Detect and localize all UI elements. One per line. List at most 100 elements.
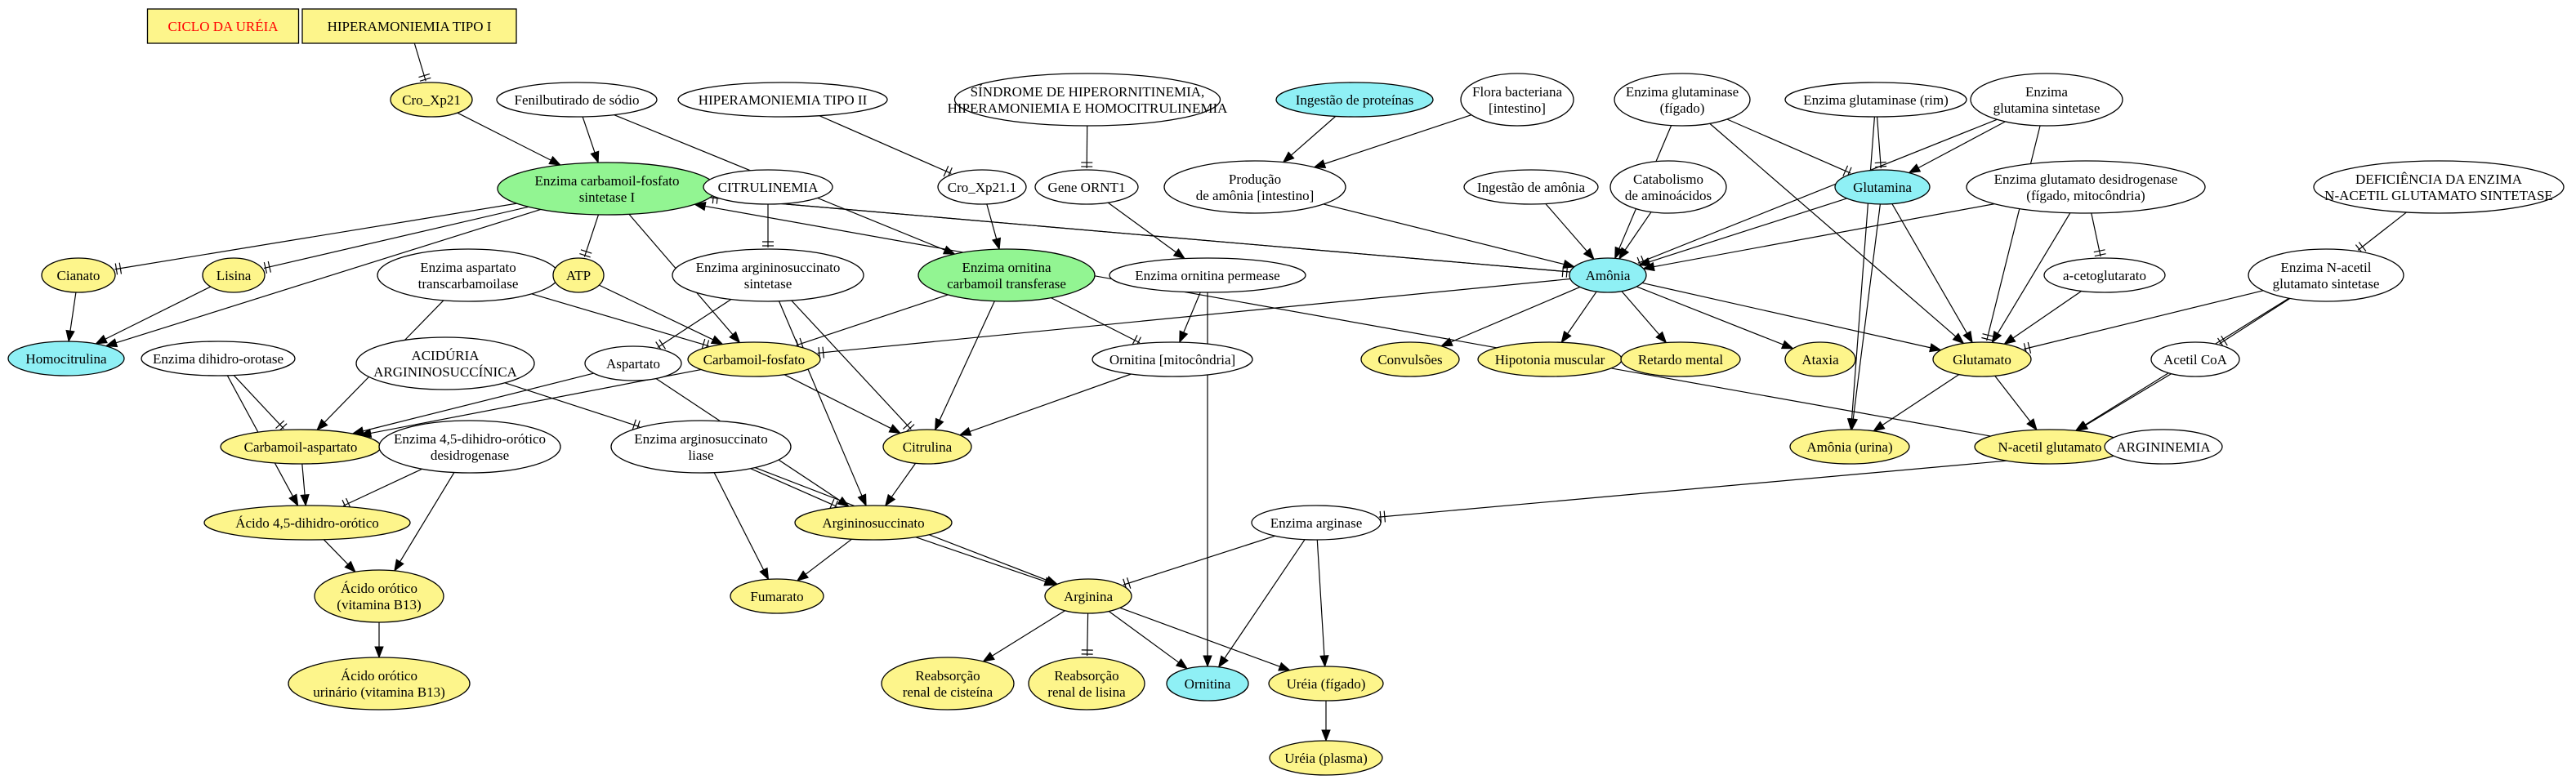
- node-shape-argsuc: [794, 505, 953, 541]
- node-label-reablis: renal de lisina: [1047, 684, 1126, 700]
- node-acetoglut: a-cetoglutarato: [2043, 257, 2166, 293]
- edge-dhodh-to-dhorotico: [342, 468, 422, 511]
- node-label-dhodh: desidrogenase: [431, 448, 509, 463]
- node-label-orotico_ur: Ácido orótico: [341, 668, 417, 684]
- node-fumarato: Fumarato: [730, 578, 824, 614]
- node-label-gdh: (fígado, mitocôndria): [2026, 188, 2145, 203]
- edge-glut_sint-to-glutamato: [1981, 125, 2041, 341]
- node-label-ingestamonia: Ingestão de amônia: [1477, 180, 1586, 195]
- edge-prodamonia-to-amonia: [1323, 203, 1576, 270]
- node-hipertipo1: HIPERAMONIEMIA TIPO I: [301, 8, 517, 44]
- node-label-cps: Enzima carbamoil-fosfato: [534, 173, 679, 189]
- edge-cps-to-atp: [579, 214, 600, 258]
- node-label-argsucsint: sintetase: [744, 276, 792, 292]
- node-shape-cianato: [41, 257, 116, 293]
- node-ciclo: CICLO DA URÉIA: [146, 8, 300, 44]
- edge-arginina-to-ornitina: [1108, 610, 1189, 670]
- edge-argininemia-to-arginase: [1378, 451, 2108, 523]
- node-nacglut: N-acetil glutamato: [1974, 429, 2126, 465]
- edge-croxp21-to-cps: [457, 112, 562, 166]
- node-label-argsuclia: liase: [688, 448, 713, 463]
- node-shape-glutaminase_r: [1784, 82, 1967, 118]
- edge-lisina-to-homocit: [95, 286, 212, 345]
- node-shape-hipertipo2: [677, 82, 888, 118]
- node-shape-reabcist: [881, 657, 1015, 710]
- node-label-argsucsint: Enzima argininosuccinato: [696, 260, 841, 275]
- node-shape-aspcarb: [377, 248, 560, 302]
- node-shape-croxp211: [937, 169, 1027, 205]
- node-label-convulsoes: Convulsões: [1377, 352, 1442, 368]
- node-shape-homocit: [7, 341, 125, 376]
- node-ureia_f: Uréia (fígado): [1268, 666, 1384, 702]
- node-shape-nags: [2248, 248, 2404, 302]
- node-shape-glutamato: [1932, 341, 2032, 377]
- node-shape-deficiencia: [2313, 160, 2565, 214]
- node-shape-glut_sint: [1970, 73, 2123, 127]
- node-citrulina: Citrulina: [882, 429, 972, 465]
- edge-glut_sint-to-glutamina: [1908, 121, 2006, 174]
- node-label-ciclo: CICLO DA URÉIA: [167, 19, 279, 34]
- edge-catab-to-amonia: [1618, 212, 1652, 261]
- node-shape-reablis: [1028, 657, 1145, 710]
- node-label-cianato: Cianato: [57, 268, 100, 283]
- edge-otc-to-carbfosf: [795, 294, 949, 350]
- edge-dhoro-to-carbasp: [233, 375, 288, 432]
- node-label-atp: ATP: [566, 268, 591, 283]
- node-label-flora: Flora bacteriana: [1472, 84, 1562, 100]
- node-label-dhoro: Enzima dihidro-orotase: [153, 351, 283, 367]
- edge-amonia-to-glutamato: [1641, 282, 1942, 353]
- node-label-amonia: Amônia: [1586, 268, 1631, 283]
- node-label-orotico: Ácido orótico: [341, 581, 417, 596]
- node-label-glutaminase_f: (fígado): [1660, 100, 1705, 116]
- edge-carbasp-to-dhorotico: [300, 463, 310, 507]
- edge-dhorotico-to-orotico: [323, 539, 356, 573]
- node-ureia_p: Uréia (plasma): [1269, 740, 1383, 776]
- edge-glutamina-to-amonia: [1637, 198, 1847, 267]
- node-label-sindrome: HIPERAMONIEMIA E HOMOCITRULINEMIA: [948, 100, 1229, 116]
- node-label-retardo: Retardo mental: [1638, 352, 1724, 368]
- node-label-hipertipo2: HIPERAMONIEMIA TIPO II: [699, 92, 868, 108]
- node-label-hipertipo1: HIPERAMONIEMIA TIPO I: [328, 19, 492, 34]
- node-label-hipotonia: Hipotonia muscular: [1495, 352, 1605, 368]
- node-lisina: Lisina: [202, 257, 266, 293]
- node-sindrome: SÍNDROME DE HIPERORNITINEMIA,HIPERAMONIE…: [948, 73, 1229, 127]
- node-shape-catab: [1609, 160, 1727, 214]
- edge-glutaminase_r-to-amonurina: [1846, 116, 1876, 431]
- edge-hipertipo2-to-croxp211: [819, 115, 953, 179]
- node-label-ataxia: Ataxia: [1801, 352, 1839, 368]
- edge-amonia-to-ataxia: [1636, 286, 1794, 350]
- node-ataxia: Ataxia: [1784, 341, 1856, 377]
- edge-arginase-to-ureia_f: [1316, 539, 1329, 668]
- node-shape-ataxia: [1784, 341, 1856, 377]
- node-glutamato: Glutamato: [1932, 341, 2032, 377]
- node-label-otc: carbamoil transferase: [947, 276, 1066, 292]
- node-shape-convulsoes: [1360, 341, 1460, 377]
- node-label-ureia_f: Uréia (fígado): [1287, 676, 1366, 692]
- node-shape-aspartato: [584, 345, 682, 381]
- node-shape-dhodh: [378, 420, 561, 474]
- edge-carbfosf-to-citrulina: [784, 374, 902, 434]
- edge-glutamina-to-glutamato: [1891, 203, 1973, 344]
- edge-arginina-to-reabcist: [982, 610, 1065, 662]
- node-label-aciduria: ARGININOSUCCÍNICA: [373, 364, 517, 380]
- edge-cianato-to-homocit: [65, 292, 77, 343]
- node-homocit: Homocitrulina: [7, 341, 125, 376]
- node-croxp211: Cro_Xp21.1: [937, 169, 1027, 205]
- node-shape-lisina: [202, 257, 266, 293]
- node-glutamina: Glutamina: [1834, 169, 1931, 205]
- node-shape-arginina: [1044, 578, 1132, 614]
- node-shape-glutaminase_f: [1614, 73, 1751, 127]
- node-label-glut_sint: glutamina sintetase: [1993, 100, 2101, 116]
- node-ornmito: Ornitina [mitocôndria]: [1092, 341, 1253, 377]
- edge-nags-to-acetilcoa: [2217, 297, 2291, 349]
- node-shape-dhoro: [141, 341, 296, 376]
- edge-gdh-to-glutamato: [1991, 212, 2071, 344]
- node-label-aciduria: ACIDÚRIA: [411, 348, 480, 363]
- node-glutaminase_f: Enzima glutaminase(fígado): [1614, 73, 1751, 127]
- node-atp: ATP: [552, 257, 605, 293]
